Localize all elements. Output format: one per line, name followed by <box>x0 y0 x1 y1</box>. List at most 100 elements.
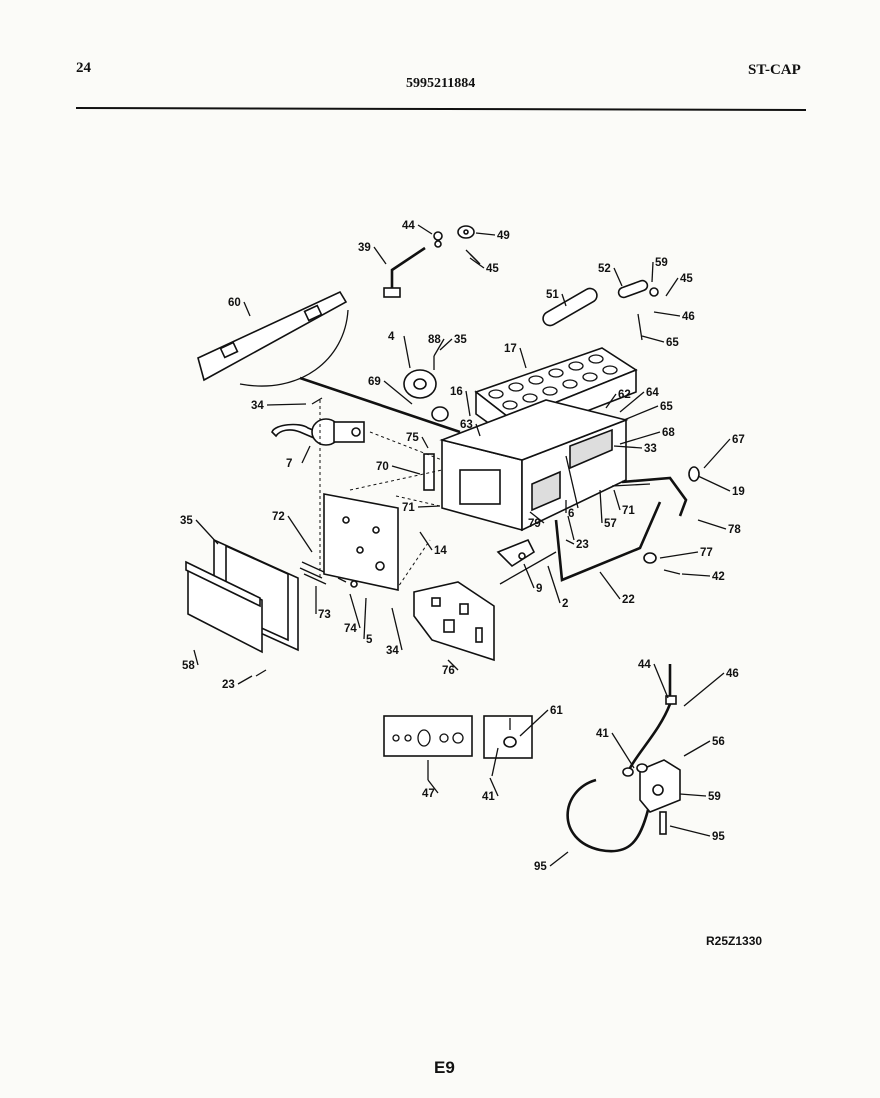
callout-leader <box>683 672 725 707</box>
part-34-screw <box>311 397 323 405</box>
part-60-leader-bar <box>299 376 461 434</box>
callout-leader <box>681 573 711 577</box>
part-47-kit-box <box>383 715 473 780</box>
callout-label: 95 <box>534 861 547 873</box>
callout-label: 23 <box>222 679 235 691</box>
callout-leader <box>659 551 699 559</box>
callout-leader <box>623 405 659 421</box>
part-56-shield <box>185 560 263 654</box>
callout-label: 6 <box>568 508 574 520</box>
page-code: E9 <box>434 1058 455 1077</box>
callout-label: 19 <box>732 486 745 498</box>
callout-leader <box>679 793 707 797</box>
mold-cavity <box>488 389 504 399</box>
part-60-panel <box>197 290 349 387</box>
ice-maker-housing <box>439 399 629 532</box>
callout-label: 56 <box>712 736 725 748</box>
callout-label: 88 <box>428 334 441 346</box>
callout-leader <box>523 563 535 589</box>
callout-label: 79 <box>528 518 541 530</box>
callout-leader <box>391 465 421 475</box>
part-73-spring <box>299 561 358 588</box>
callout-leader <box>391 607 403 651</box>
callout-label: 7 <box>286 458 292 470</box>
callout-label: 49 <box>497 230 510 242</box>
part-39-fitting <box>383 231 443 298</box>
callout-leader <box>619 391 645 413</box>
callout-label: 33 <box>644 443 657 455</box>
callout-leader <box>287 515 313 553</box>
callout-leader <box>469 257 485 269</box>
part-9-clip <box>496 538 536 568</box>
callout-label: 35 <box>454 334 467 346</box>
callout-label: 34 <box>386 645 399 657</box>
callout-label: 71 <box>402 502 415 514</box>
callout-label: 23 <box>576 539 589 551</box>
callout-label: 44 <box>402 220 415 232</box>
part-14-circuit-board <box>323 493 399 591</box>
callout-label: 42 <box>712 571 725 583</box>
callout-label: 16 <box>450 386 463 398</box>
part-78-feeler-arm <box>611 476 688 517</box>
callout-label: 59 <box>655 257 668 269</box>
callout-leader <box>439 338 453 351</box>
callout-leader <box>519 347 527 369</box>
callout-leader <box>417 224 433 235</box>
callout-label: 52 <box>598 263 611 275</box>
part-61-kit-box <box>483 715 533 777</box>
callout-leader <box>419 531 433 551</box>
callout-leader <box>475 232 496 236</box>
callout-label: 61 <box>550 705 563 717</box>
callout-leader <box>383 380 413 405</box>
part-19-washer <box>688 466 700 482</box>
callout-label: 71 <box>622 505 635 517</box>
model-number: 5995211884 <box>406 76 476 91</box>
callout-leader <box>611 732 635 769</box>
mold-cavity <box>542 386 558 396</box>
callout-label: 17 <box>504 343 517 355</box>
callout-leader <box>373 246 387 265</box>
mold-cavity <box>508 382 524 392</box>
part-76-switch-plate <box>413 551 557 662</box>
callout-label: 72 <box>272 511 285 523</box>
callout-label: 64 <box>646 387 659 399</box>
header-rule <box>75 107 807 111</box>
callout-leader <box>653 311 681 317</box>
callout-leader <box>613 267 623 287</box>
callout-label: 76 <box>442 665 455 677</box>
callout-leader <box>195 519 219 545</box>
callout-label: 78 <box>728 524 741 536</box>
callout-leader <box>489 777 499 797</box>
mold-cavity <box>582 372 598 382</box>
callout-label: 44 <box>638 659 651 671</box>
part-23-screw <box>255 669 267 677</box>
callout-label: 41 <box>596 728 609 740</box>
callout-leader <box>549 851 569 867</box>
callout-label: 46 <box>726 668 739 680</box>
callout-leader <box>237 675 253 685</box>
callout-leader <box>613 445 643 449</box>
part-42-screw <box>663 569 681 575</box>
callout-leader <box>599 571 621 600</box>
part-51-rod <box>542 287 598 327</box>
callout-leader <box>613 489 621 511</box>
part-77-nut <box>643 552 657 564</box>
callout-leader <box>641 335 665 343</box>
callout-label: 57 <box>604 518 617 530</box>
brand-label: ST-CAP <box>748 62 801 78</box>
mold-cavity <box>548 368 564 378</box>
callout-leader <box>475 423 481 437</box>
callout-label: 62 <box>618 389 631 401</box>
callout-label: 69 <box>368 376 381 388</box>
water-valve-assembly <box>566 664 681 853</box>
callout-leader <box>465 390 471 417</box>
callout-leader <box>427 779 439 794</box>
callout-leader <box>193 649 199 666</box>
callout-leader <box>301 445 311 464</box>
callout-label: 2 <box>562 598 568 610</box>
callout-leader <box>403 335 411 369</box>
callout-leader <box>349 593 361 629</box>
callout-leader <box>605 393 617 409</box>
